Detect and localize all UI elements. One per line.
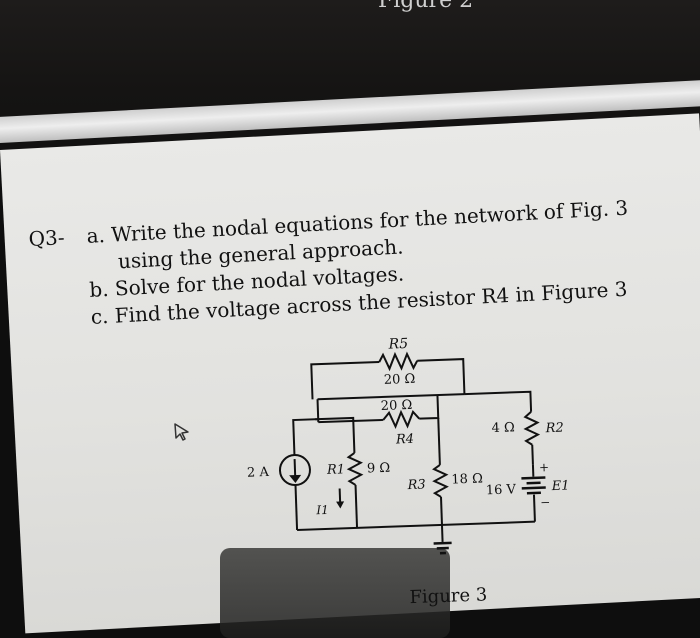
wire-source-top xyxy=(293,419,319,455)
wire-node-left xyxy=(315,399,319,419)
wire-battery-bottom xyxy=(534,495,535,522)
wire-bottom-rail xyxy=(297,522,535,530)
current-i1-arrow-shaft xyxy=(340,488,341,503)
current-i1-label: I1 xyxy=(315,503,329,517)
battery-symbol xyxy=(521,476,546,494)
wire-r4-left xyxy=(318,420,383,422)
r5-value: 20 Ω xyxy=(384,372,416,388)
wire-to-r2 xyxy=(464,392,531,414)
question-number: Q3- xyxy=(28,223,87,253)
r2-value: 4 Ω xyxy=(491,420,515,436)
wire-ground xyxy=(442,525,443,542)
r5-resistor-zigzag xyxy=(379,354,417,369)
current-i1-arrowhead xyxy=(336,501,344,508)
r1-label: R1 xyxy=(326,462,346,478)
battery-minus-sign: − xyxy=(540,495,551,509)
battery-label: E1 xyxy=(550,478,569,494)
source-current-value: 2 A xyxy=(247,465,270,481)
wire-r4-right xyxy=(418,395,438,419)
r4-resistor-zigzag xyxy=(383,412,419,427)
wire-r3-bottom xyxy=(441,497,442,525)
r1-resistor-zigzag xyxy=(348,453,361,485)
current-source-arrowhead xyxy=(289,475,301,483)
battery-value: 16 V xyxy=(486,482,517,498)
r2-resistor-zigzag xyxy=(525,412,538,445)
wire-r1-top xyxy=(318,418,354,454)
r3-label: R3 xyxy=(406,477,426,493)
r3-resistor-zigzag xyxy=(434,465,447,497)
r4-label: R4 xyxy=(395,432,415,448)
r5-label: R5 xyxy=(387,336,408,353)
wire-r3-top xyxy=(438,418,440,465)
figure-3-caption: Figure 3 xyxy=(409,584,487,608)
wire-r2-battery xyxy=(532,445,533,465)
wire-r1-bottom xyxy=(356,485,358,528)
battery-plus-sign: + xyxy=(539,460,550,474)
ground-symbol xyxy=(434,542,452,555)
r2-label: R2 xyxy=(544,421,564,437)
r3-value: 18 Ω xyxy=(451,471,483,487)
wire-r5-left xyxy=(311,362,380,399)
r4-value: 20 Ω xyxy=(381,398,413,414)
circuit-diagram: R5 20 Ω 20 Ω R4 R1 9 Ω R3 18 Ω 4 Ω R2 2 … xyxy=(150,314,630,620)
wire-source-bottom xyxy=(295,485,297,530)
figure-2-label: Figure 2 xyxy=(378,0,473,13)
wire-r5-right xyxy=(417,359,464,396)
r1-value: 9 Ω xyxy=(367,461,391,477)
